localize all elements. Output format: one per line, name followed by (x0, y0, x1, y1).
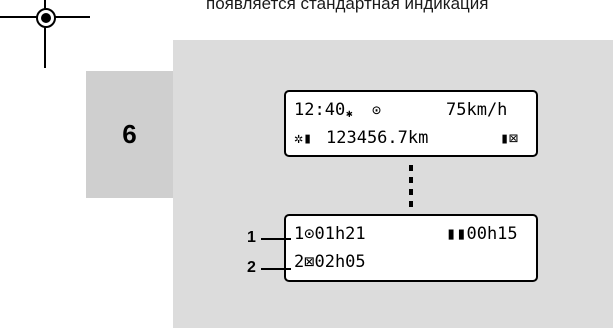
callout-leader-2 (261, 268, 291, 270)
gps-icon: ⊙ (372, 101, 382, 119)
standard-display-line-1: 12:40 ✱ ⊙ 75km/h (294, 98, 528, 122)
driver1-time: 1⊙01h21 (294, 224, 366, 244)
speed-value: 75km/h (446, 100, 508, 120)
callout-leader-1 (261, 238, 291, 240)
driving-times-display: 1⊙01h21 ▮▮00h15 2⊠02h05 (284, 214, 538, 282)
ellipsis-dot (409, 201, 413, 207)
registration-mark-vertical (44, 0, 46, 68)
driver2-time: 2⊠02h05 (294, 252, 366, 272)
break-time: ▮▮00h15 (446, 224, 518, 244)
time-value: 12:40 (294, 100, 346, 120)
odometer-value: 123456.7km (326, 128, 429, 148)
callout-label-1: 1 (247, 229, 256, 246)
mode-icons: ✲▮ (294, 129, 313, 147)
illustration-panel: 12:40 ✱ ⊙ 75km/h ✲▮ 123456.7km ▮⊠ 1⊙01h2… (173, 40, 613, 328)
standard-display: 12:40 ✱ ⊙ 75km/h ✲▮ 123456.7km ▮⊠ (284, 90, 538, 157)
section-tab: 6 (86, 71, 173, 198)
registration-mark-dot (41, 13, 51, 23)
ellipsis-dot (409, 189, 413, 195)
standard-display-line-2: ✲▮ 123456.7km ▮⊠ (294, 126, 528, 150)
ellipsis-dot (409, 165, 413, 171)
driving-times-line-2: 2⊠02h05 (294, 250, 528, 274)
section-number: 6 (122, 119, 137, 149)
callout-label-2: 2 (247, 259, 256, 276)
ellipsis-dot (409, 177, 413, 183)
card-icons: ▮⊠ (500, 129, 519, 147)
day-icon: ✱ (346, 107, 353, 120)
driving-times-line-1: 1⊙01h21 ▮▮00h15 (294, 222, 528, 246)
header-text: появляется стандартная индикация (206, 0, 489, 13)
